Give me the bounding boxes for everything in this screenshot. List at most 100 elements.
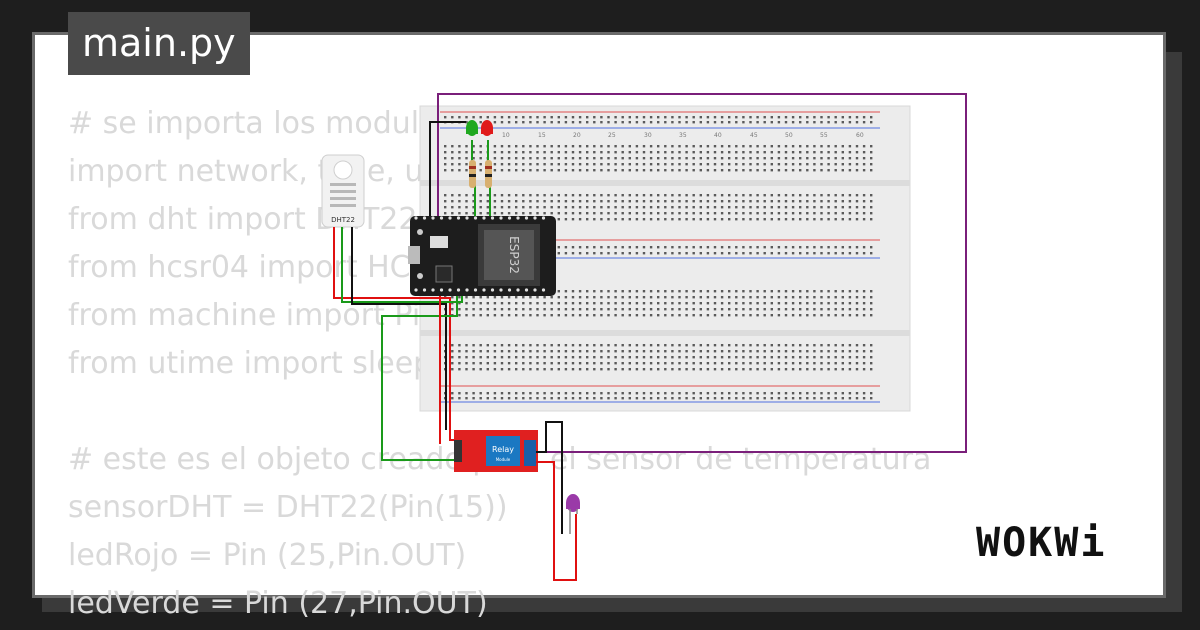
breadboard-hole <box>507 145 511 148</box>
breadboard-hole <box>841 296 844 299</box>
breadboard-hole <box>813 397 816 400</box>
breadboard-hole <box>799 362 802 365</box>
breadboard-hole <box>870 194 873 197</box>
breadboard-hole <box>642 218 646 221</box>
breadboard-hole <box>621 194 624 197</box>
breadboard-hole <box>564 314 568 317</box>
breadboard-hole <box>799 246 802 249</box>
breadboard-hole <box>578 314 582 317</box>
breadboard-hole <box>713 246 717 249</box>
breadboard-hole <box>621 392 624 395</box>
breadboard-hole <box>664 308 667 311</box>
breadboard-hole <box>756 145 759 148</box>
breadboard-hole <box>706 356 710 359</box>
breadboard-hole <box>756 116 759 119</box>
breadboard-hole <box>806 356 809 359</box>
breadboard-hole <box>458 392 461 395</box>
breadboard-hole <box>678 362 681 365</box>
breadboard-hole <box>571 314 575 317</box>
breadboard-hole <box>870 121 873 124</box>
breadboard-hole <box>536 344 539 347</box>
breadboard-hole <box>870 290 873 293</box>
breadboard-hole <box>685 163 688 166</box>
breadboard-hole <box>671 356 674 359</box>
wire-relay-black <box>536 421 563 534</box>
breadboard-hole <box>820 246 823 249</box>
breadboard-hole <box>862 212 866 215</box>
breadboard-hole <box>642 206 646 209</box>
breadboard-hole <box>706 290 710 293</box>
breadboard-hole <box>870 308 873 311</box>
breadboard-hole <box>728 368 731 371</box>
breadboard-hole <box>763 290 766 293</box>
breadboard-hole <box>671 296 674 299</box>
breadboard-hole <box>699 252 702 255</box>
breadboard-hole <box>465 296 468 299</box>
breadboard-hole <box>529 200 532 203</box>
breadboard-hole <box>742 169 745 172</box>
breadboard-hole <box>770 290 773 293</box>
breadboard-hole <box>522 194 525 197</box>
breadboard-hole <box>806 308 809 311</box>
breadboard-hole <box>685 218 688 221</box>
breadboard-hole <box>621 302 624 305</box>
breadboard-hole <box>728 246 731 249</box>
breadboard-hole <box>713 368 717 371</box>
breadboard-hole <box>777 314 781 317</box>
breadboard-hole <box>749 200 752 203</box>
breadboard-hole <box>536 169 539 172</box>
breadboard-hole <box>678 308 681 311</box>
breadboard-hole <box>578 392 582 395</box>
breadboard-hole <box>799 206 802 209</box>
breadboard-hole <box>862 169 866 172</box>
breadboard-hole <box>529 350 532 353</box>
breadboard-hole <box>742 252 745 255</box>
breadboard-hole <box>657 308 660 311</box>
breadboard-hole <box>735 290 738 293</box>
breadboard-hole <box>827 151 830 154</box>
breadboard-hole <box>507 296 511 299</box>
breadboard-hole <box>614 121 617 124</box>
breadboard-hole <box>543 344 546 347</box>
breadboard-hole <box>763 344 766 347</box>
breadboard-hole <box>664 356 667 359</box>
breadboard-hole <box>706 246 710 249</box>
breadboard-hole <box>855 163 859 166</box>
breadboard-hole <box>728 362 731 365</box>
breadboard-hole <box>706 308 710 311</box>
breadboard-hole <box>642 151 646 154</box>
breadboard-hole <box>578 200 582 203</box>
breadboard-hole <box>507 121 511 124</box>
breadboard-hole <box>777 163 781 166</box>
breadboard-hole <box>813 151 816 154</box>
breadboard-hole <box>621 296 624 299</box>
breadboard-hole <box>550 308 553 311</box>
breadboard-hole <box>692 206 695 209</box>
breadboard-hole <box>649 344 653 347</box>
breadboard-hole <box>720 350 724 353</box>
breadboard-hole <box>671 302 674 305</box>
breadboard-hole <box>784 169 788 172</box>
breadboard-hole <box>770 200 773 203</box>
breadboard-hole <box>742 163 745 166</box>
breadboard-hole <box>671 145 674 148</box>
esp32-pin <box>524 288 529 292</box>
breadboard-hole <box>848 200 852 203</box>
breadboard-hole <box>500 368 504 371</box>
breadboard-hole <box>571 296 575 299</box>
breadboard-hole <box>834 356 837 359</box>
breadboard-hole <box>543 392 546 395</box>
breadboard-hole <box>536 194 539 197</box>
breadboard-hole <box>706 169 710 172</box>
breadboard-hole <box>678 157 681 160</box>
breadboard-hole <box>486 362 489 365</box>
breadboard-hole <box>699 157 702 160</box>
breadboard-hole <box>855 350 859 353</box>
esp32-pin <box>541 216 546 220</box>
breadboard-hole <box>770 218 773 221</box>
breadboard-hole <box>657 157 660 160</box>
breadboard-hole <box>614 308 617 311</box>
breadboard-hole <box>678 163 681 166</box>
breadboard-hole <box>799 356 802 359</box>
